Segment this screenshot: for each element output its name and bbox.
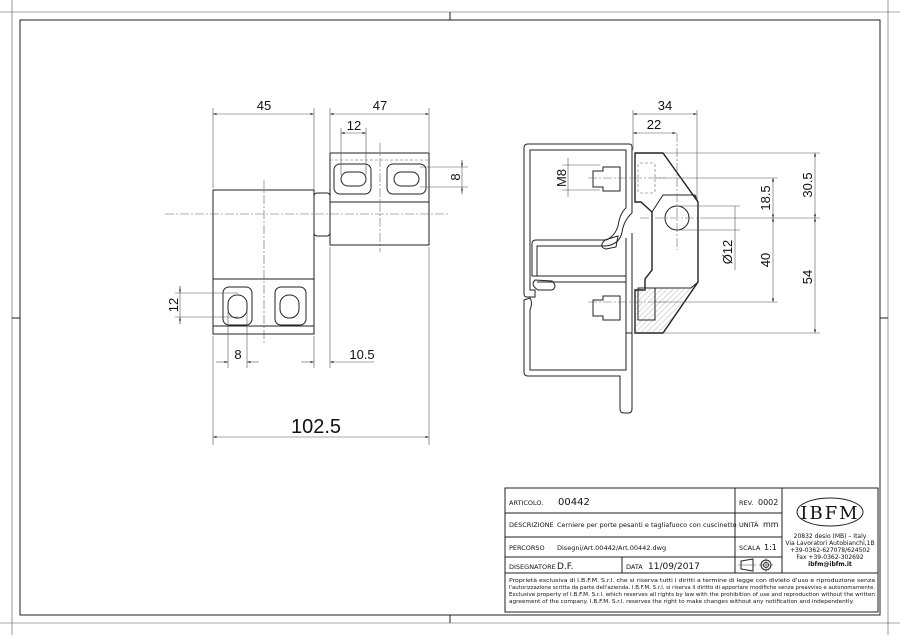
dim-bore-12: Ø12 <box>720 240 735 265</box>
scala-value: 1:1 <box>764 543 777 552</box>
front-view: 45 47 12 8 12 8 10.5 102.5 <box>165 98 468 445</box>
scala-label: SCALA <box>739 544 761 552</box>
dim-30-5: 30.5 <box>800 172 815 197</box>
dim-47: 47 <box>373 98 387 113</box>
rev-value: 0002 <box>758 498 778 507</box>
unita-value: mm <box>763 520 779 529</box>
ibfm-logo: IBFM <box>796 497 864 527</box>
notes-line: Proprietà esclusiva di I.B.F.M. S.r.l. c… <box>509 577 875 584</box>
dim-18-5: 18.5 <box>758 185 773 210</box>
dim-45: 45 <box>257 98 271 113</box>
rev-label: REV. <box>739 499 753 507</box>
dim-40: 40 <box>758 253 773 267</box>
data-value: 11/09/2017 <box>648 562 700 572</box>
upper-leaf <box>329 152 430 246</box>
dim-m8: M8 <box>554 169 569 187</box>
slot <box>274 286 307 326</box>
notes-line: agreement of the company. I.B.F.M. S.r.l… <box>509 599 854 605</box>
address-line: 20832 desio (MB) – Italy <box>794 533 867 540</box>
dim-34: 34 <box>658 98 672 113</box>
unita-label: UNITÀ <box>739 520 759 529</box>
disegnatore-value: D.F. <box>557 562 573 572</box>
percorso-value: Disegni/Art.00442/Art.00442.dwg <box>557 544 666 552</box>
data-label: DATA <box>626 563 643 571</box>
dim-22: 22 <box>647 117 661 132</box>
dim-12-left: 12 <box>166 298 181 312</box>
notes-line: l'autorizzazione scritta da parte dell'a… <box>509 585 875 591</box>
email-line: ibfm@ibfm.it <box>808 561 852 568</box>
section-view: 34 22 M8 30.5 18.5 Ø12 40 54 <box>523 98 820 414</box>
address-line: Via Lavoratori Autobianchi,1B <box>785 540 874 547</box>
fax-line: Fax +39-0362-302692 <box>796 554 863 561</box>
descrizione-label: DESCRIZIONE <box>509 521 554 529</box>
phone-line: +39-0362-627078/624502 <box>790 547 870 554</box>
articolo-label: ARTICOLO. <box>509 499 543 507</box>
slot <box>386 163 427 195</box>
slot <box>333 163 372 195</box>
projection-symbol-icon <box>738 558 773 572</box>
dim-54: 54 <box>800 270 815 284</box>
lower-leaf <box>212 189 315 335</box>
dim-8-right: 8 <box>448 173 463 180</box>
articolo-value: 00442 <box>558 497 590 508</box>
dim-102-5: 102.5 <box>291 416 341 438</box>
percorso-label: PERCORSO <box>509 544 545 552</box>
dim-8-bottom: 8 <box>234 347 241 362</box>
logo-text: IBFM <box>800 503 859 524</box>
disegnatore-label: DISEGNATORE <box>509 563 556 571</box>
title-block: ARTICOLO. 00442 REV. 0002 DESCRIZIONE Ce… <box>504 487 879 613</box>
pin <box>313 192 331 237</box>
slot <box>222 286 253 326</box>
notes-line: Exclusive property of I.B.F.M. S.r.l. wh… <box>509 592 875 598</box>
dim-12-top: 12 <box>347 118 361 133</box>
dim-10-5: 10.5 <box>349 347 374 362</box>
descrizione-value: Cerniere per porte pesanti e tagliafuoco… <box>557 521 737 529</box>
